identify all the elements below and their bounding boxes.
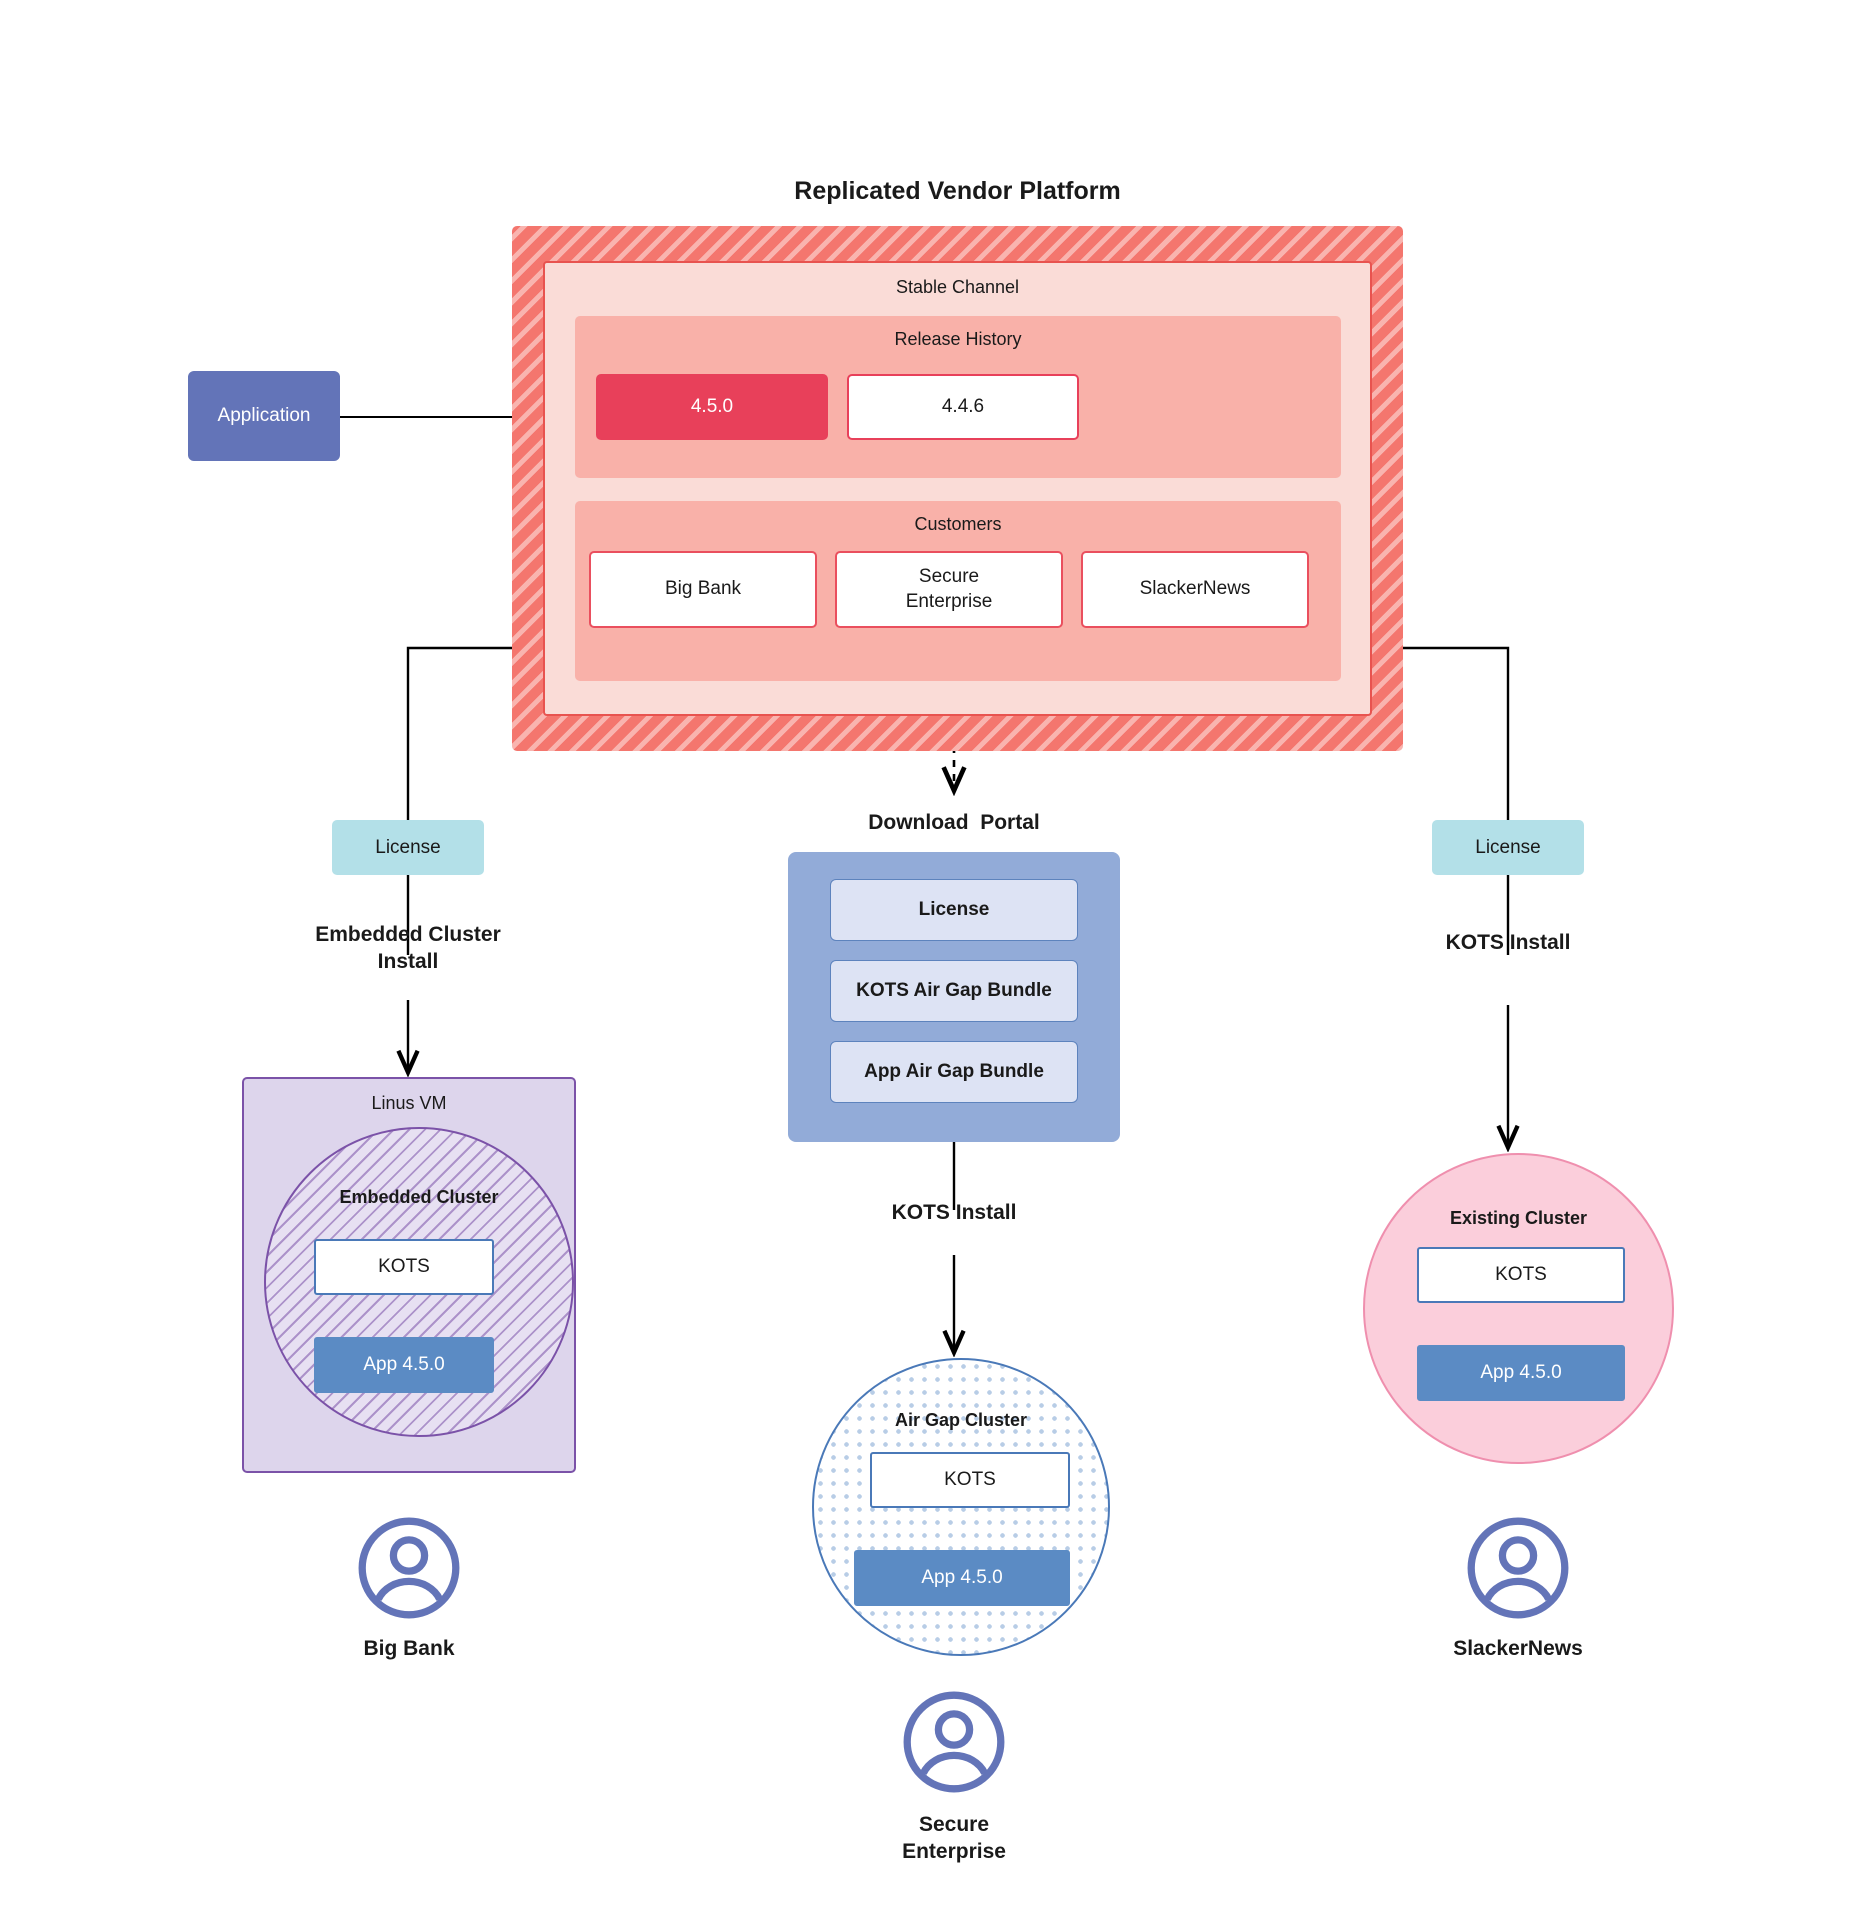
customers-panel: Customers Big Bank Secure Enterprise Sla…: [575, 501, 1341, 681]
app-label: App 4.5.0: [1480, 1362, 1562, 1383]
linux-vm-host: Linus VM Embedded Cluster KOTS App 4.5.0: [242, 1077, 576, 1473]
license-chip-left[interactable]: License: [332, 820, 484, 875]
user-avatar-icon: [1466, 1516, 1570, 1620]
license-label: License: [375, 836, 441, 858]
install-label-kots-right: KOTS Install: [1445, 931, 1571, 954]
portal-item-kots-air-gap-bundle[interactable]: KOTS Air Gap Bundle: [830, 960, 1078, 1022]
persona-name-secure-enterprise: Secure Enterprise: [902, 1813, 1006, 1863]
install-label-embedded-cluster: Embedded Cluster Install: [315, 923, 501, 973]
stable-channel-panel: Stable Channel Release History 4.5.0 4.4…: [543, 261, 1372, 716]
license-label: License: [1475, 836, 1541, 858]
release-history-title: Release History: [894, 329, 1022, 349]
customer-name: SlackerNews: [1139, 578, 1251, 600]
customers-title: Customers: [914, 514, 1002, 534]
customer-secure-enterprise[interactable]: Secure Enterprise: [835, 551, 1063, 628]
customer-big-bank[interactable]: Big Bank: [589, 551, 817, 628]
application-label: Application: [217, 405, 311, 426]
kots-box-airgap[interactable]: KOTS: [870, 1452, 1070, 1508]
download-portal-title: Download Portal: [868, 811, 1040, 834]
persona-name-big-bank: Big Bank: [363, 1637, 455, 1660]
app-box-embedded[interactable]: App 4.5.0: [314, 1337, 494, 1393]
kots-label: KOTS: [378, 1256, 430, 1277]
app-box-airgap[interactable]: App 4.5.0: [854, 1550, 1070, 1606]
platform-title: Replicated Vendor Platform: [794, 177, 1121, 205]
customer-name: Secure Enterprise: [905, 565, 993, 612]
release-item-previous[interactable]: 4.4.6: [847, 374, 1079, 440]
stable-channel-title: Stable Channel: [895, 277, 1020, 297]
embedded-cluster-title: Embedded Cluster: [339, 1187, 499, 1207]
existing-cluster-circle: Existing Cluster KOTS App 4.5.0: [1363, 1153, 1674, 1464]
kots-box-embedded[interactable]: KOTS: [314, 1239, 494, 1295]
kots-label: KOTS: [944, 1469, 996, 1490]
app-label: App 4.5.0: [921, 1567, 1003, 1588]
app-label: App 4.5.0: [363, 1354, 445, 1375]
install-label-kots-center: KOTS Install: [891, 1201, 1017, 1224]
app-box-existing[interactable]: App 4.5.0: [1417, 1345, 1625, 1401]
release-history-panel: Release History 4.5.0 4.4.6: [575, 316, 1341, 478]
application-box[interactable]: Application: [188, 371, 340, 461]
air-gap-cluster-circle: Air Gap Cluster KOTS App 4.5.0: [812, 1358, 1110, 1656]
release-version: 4.5.0: [690, 396, 734, 417]
portal-item-license[interactable]: License: [830, 879, 1078, 941]
existing-cluster-title: Existing Cluster: [1449, 1208, 1588, 1228]
download-portal: License KOTS Air Gap Bundle App Air Gap …: [788, 852, 1120, 1142]
customer-slackernews[interactable]: SlackerNews: [1081, 551, 1309, 628]
portal-item-label: License: [918, 899, 990, 920]
embedded-cluster-circle: Embedded Cluster KOTS App 4.5.0: [264, 1127, 574, 1437]
replicated-vendor-platform: Stable Channel Release History 4.5.0 4.4…: [512, 226, 1403, 751]
air-gap-cluster-title: Air Gap Cluster: [894, 1410, 1028, 1430]
portal-item-app-air-gap-bundle[interactable]: App Air Gap Bundle: [830, 1041, 1078, 1103]
portal-item-label: KOTS Air Gap Bundle: [856, 980, 1052, 1001]
release-version: 4.4.6: [941, 396, 985, 417]
kots-label: KOTS: [1495, 1264, 1547, 1285]
persona-name-slackernews: SlackerNews: [1453, 1637, 1583, 1660]
portal-item-label: App Air Gap Bundle: [864, 1061, 1044, 1082]
license-chip-right[interactable]: License: [1432, 820, 1584, 875]
linux-vm-title: Linus VM: [371, 1093, 447, 1113]
release-item-current[interactable]: 4.5.0: [596, 374, 828, 440]
user-avatar-icon: [357, 1516, 461, 1620]
user-avatar-icon: [902, 1690, 1006, 1794]
customer-name: Big Bank: [664, 578, 742, 600]
kots-box-existing[interactable]: KOTS: [1417, 1247, 1625, 1303]
